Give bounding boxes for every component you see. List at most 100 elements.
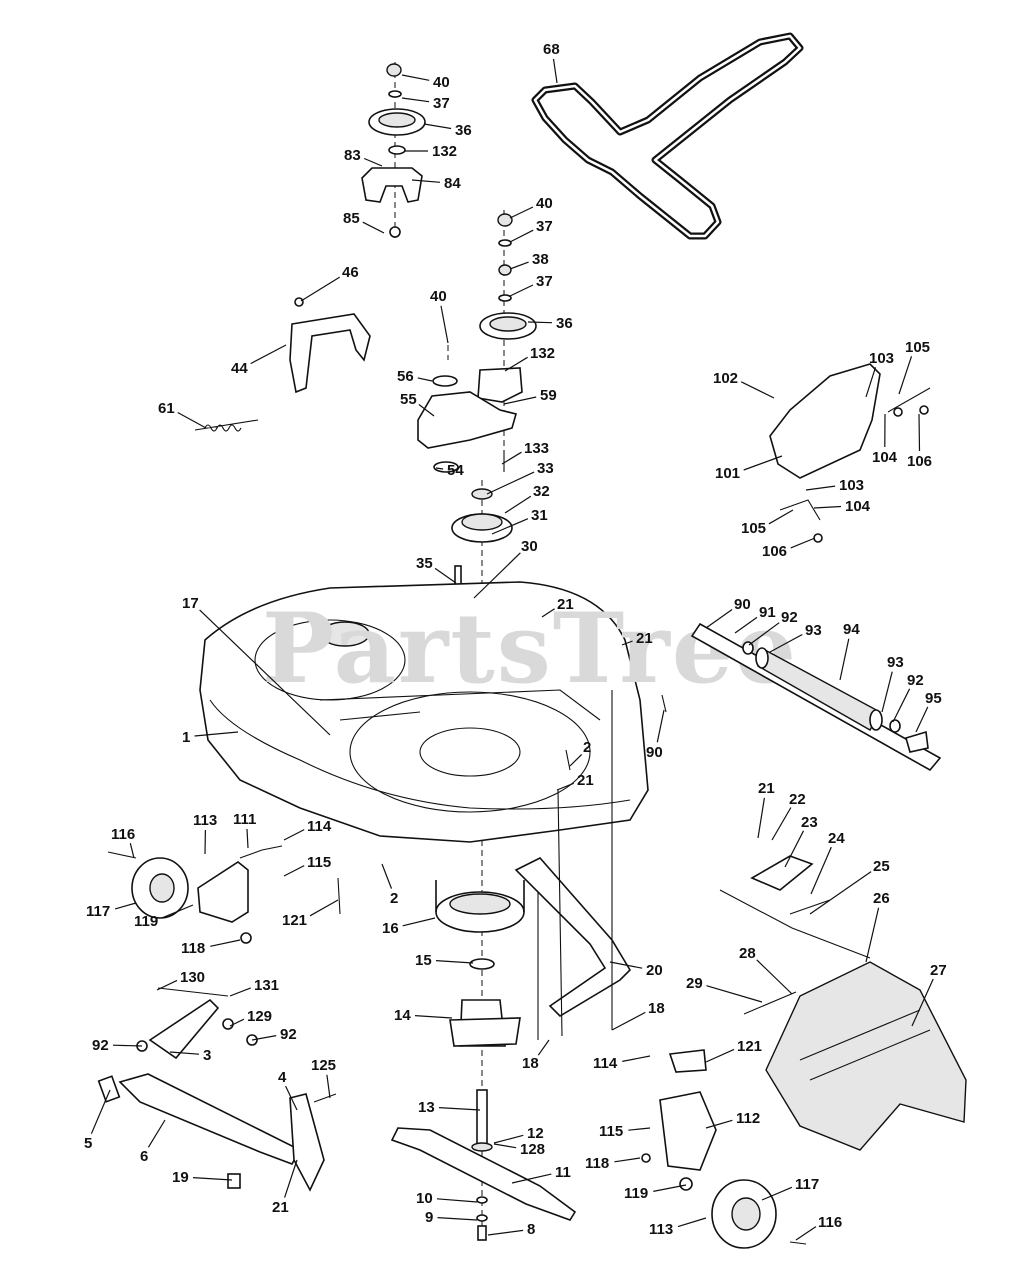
part-number-label: 18 bbox=[522, 1055, 539, 1072]
callout-112: 112 bbox=[705, 1110, 760, 1129]
part-number-label: 114 bbox=[593, 1055, 618, 1072]
part-number-label: 21 bbox=[272, 1199, 289, 1216]
callout-90: 90 bbox=[705, 596, 751, 629]
part-number-label: 17 bbox=[182, 595, 199, 612]
leader-line bbox=[734, 616, 758, 634]
callout-18: 18 bbox=[611, 1000, 665, 1031]
part-number-label: 25 bbox=[873, 858, 890, 875]
part-number-label: 113 bbox=[193, 812, 217, 829]
part-number-label: 32 bbox=[533, 483, 550, 500]
leader-line bbox=[229, 1018, 245, 1027]
leader-line bbox=[326, 1074, 331, 1099]
callout-94: 94 bbox=[839, 621, 860, 681]
callout-10: 10 bbox=[416, 1190, 478, 1207]
lift-linkage bbox=[97, 987, 337, 1192]
callout-32: 32 bbox=[504, 483, 550, 514]
leader-line bbox=[414, 1015, 453, 1019]
callout-91: 91 bbox=[734, 604, 776, 634]
part-number-label: 37 bbox=[433, 95, 450, 112]
callout-16: 16 bbox=[382, 917, 436, 937]
part-number-label: 54 bbox=[447, 462, 464, 479]
leader-line bbox=[809, 871, 872, 915]
callout-55: 55 bbox=[400, 391, 435, 417]
leader-line bbox=[810, 846, 832, 895]
part-number-label: 104 bbox=[845, 498, 871, 515]
leader-line bbox=[743, 455, 783, 471]
callout-103: 103 bbox=[805, 477, 864, 494]
leader-line bbox=[706, 985, 763, 1003]
callout-92: 92 bbox=[748, 609, 798, 646]
callout-56: 56 bbox=[397, 368, 433, 385]
leader-line bbox=[440, 305, 449, 344]
part-number-label: 105 bbox=[905, 339, 930, 356]
callout-21: 21 bbox=[621, 630, 653, 647]
part-number-label: 40 bbox=[536, 195, 553, 212]
part-number-label: 36 bbox=[455, 122, 472, 139]
part-number-label: 125 bbox=[311, 1057, 336, 1074]
idler-pulley-assembly-top bbox=[361, 62, 426, 240]
callout-93: 93 bbox=[769, 622, 822, 653]
leader-line bbox=[362, 221, 385, 234]
leader-line bbox=[705, 1048, 735, 1063]
callout-13: 13 bbox=[418, 1099, 481, 1116]
leader-line bbox=[556, 782, 574, 791]
leader-line bbox=[251, 1035, 277, 1041]
part-number-label: 11 bbox=[555, 1164, 571, 1181]
callout-35: 35 bbox=[416, 555, 457, 584]
leader-line bbox=[614, 1157, 641, 1163]
callout-118: 118 bbox=[585, 1155, 641, 1172]
callout-92: 92 bbox=[892, 672, 924, 723]
leader-line bbox=[363, 157, 383, 167]
leader-line bbox=[250, 344, 287, 365]
part-number-label: 40 bbox=[433, 74, 450, 91]
part-number-label: 33 bbox=[537, 460, 554, 477]
leader-line bbox=[381, 863, 393, 889]
leader-line bbox=[768, 509, 794, 525]
callout-38: 38 bbox=[509, 251, 549, 270]
callout-6: 6 bbox=[140, 1119, 166, 1165]
callout-130: 130 bbox=[156, 969, 205, 991]
callout-114: 114 bbox=[283, 818, 332, 841]
part-number-label: 132 bbox=[530, 345, 555, 362]
anti-scalp-roller bbox=[661, 622, 942, 772]
part-number-label: 102 bbox=[713, 370, 738, 387]
callout-133: 133 bbox=[501, 440, 549, 465]
leader-line bbox=[915, 706, 929, 733]
callout-30: 30 bbox=[473, 538, 538, 599]
part-number-label: 106 bbox=[762, 543, 787, 560]
callout-24: 24 bbox=[810, 830, 845, 895]
callout-37: 37 bbox=[509, 218, 553, 243]
callout-23: 23 bbox=[784, 814, 818, 868]
callout-68: 68 bbox=[543, 41, 560, 84]
part-number-label: 84 bbox=[444, 175, 461, 192]
leader-line bbox=[761, 1186, 793, 1201]
callout-33: 33 bbox=[486, 460, 554, 495]
part-number-label: 83 bbox=[344, 147, 361, 164]
callout-117: 117 bbox=[86, 902, 137, 920]
callout-105: 105 bbox=[741, 509, 794, 537]
callout-14: 14 bbox=[394, 1007, 453, 1024]
part-number-label: 116 bbox=[111, 826, 135, 843]
part-number-label: 117 bbox=[795, 1176, 819, 1193]
part-number-label: 92 bbox=[280, 1026, 297, 1043]
part-number-label: 28 bbox=[739, 945, 756, 962]
callout-21: 21 bbox=[272, 1159, 298, 1216]
callout-92: 92 bbox=[251, 1026, 297, 1043]
part-number-label: 21 bbox=[758, 780, 775, 797]
callout-95: 95 bbox=[915, 690, 942, 733]
leader-line bbox=[229, 987, 251, 997]
leader-line bbox=[527, 321, 553, 324]
leader-line bbox=[677, 1217, 707, 1228]
leader-line bbox=[509, 229, 534, 243]
part-number-label: 95 bbox=[925, 690, 942, 707]
part-number-label: 14 bbox=[394, 1007, 411, 1024]
part-number-label: 16 bbox=[382, 920, 399, 937]
callout-46: 46 bbox=[300, 264, 359, 302]
callout-2: 2 bbox=[381, 863, 398, 907]
leader-line bbox=[437, 1217, 478, 1221]
leader-line bbox=[401, 97, 430, 103]
leader-line bbox=[438, 1107, 481, 1111]
part-number-label: 118 bbox=[181, 940, 205, 957]
part-number-label: 20 bbox=[646, 962, 663, 979]
